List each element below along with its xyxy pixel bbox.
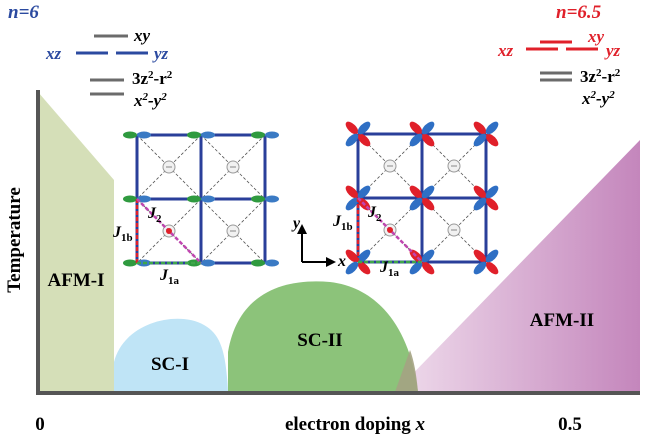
orbital-lobe — [345, 197, 359, 211]
orbital-lobe — [473, 249, 487, 263]
orbital-lobe — [421, 197, 435, 211]
orbital-lobe — [265, 131, 279, 139]
axis-indicator-x-label: x — [337, 253, 346, 270]
afm2-label: AFM-II — [530, 310, 594, 331]
orbital-lobe — [421, 121, 435, 135]
orbital-lobe — [345, 249, 359, 263]
left-lattice — [123, 131, 279, 267]
orbital-lobe — [473, 185, 487, 199]
left-j2-label: J2 — [147, 205, 162, 225]
orbital-lobe — [421, 185, 435, 199]
sc2-region — [228, 281, 418, 392]
left-z2-label: 3z2-r2 — [132, 69, 173, 88]
orbital-lobe — [137, 131, 151, 139]
orbital-lobe — [409, 261, 423, 275]
axis-indicator-y-label: y — [291, 215, 301, 232]
orbital-lobe — [409, 197, 423, 211]
x-tick-05: 0.5 — [558, 414, 582, 435]
afm2-region — [395, 140, 640, 392]
orbital-lobe — [187, 131, 201, 139]
orbital-lobe — [409, 133, 423, 147]
orbital-lobe — [357, 121, 371, 135]
orbital-lobe — [485, 249, 499, 263]
x-axis-label: electron doping x — [285, 414, 426, 435]
left-j1b-label: J1b — [112, 224, 133, 244]
orbital-lobe — [345, 185, 359, 199]
left-j1a-label: J1a — [159, 267, 180, 287]
orbital-lobe — [345, 133, 359, 147]
orbital-lobe — [201, 195, 215, 203]
orbital-lobe — [485, 121, 499, 135]
orbital-lobe — [123, 259, 137, 267]
afm1-region — [38, 92, 114, 392]
orbital-lobe — [251, 195, 265, 203]
right-xy-label: xy — [587, 27, 605, 46]
right-j1a-label: J1a — [379, 259, 400, 279]
orbital-lobe — [251, 131, 265, 139]
orbital-lobe — [357, 185, 371, 199]
orbital-lobe — [201, 259, 215, 267]
xy-axes-indicator: y x — [291, 215, 346, 270]
right-x2y2-label: x2-y2 — [581, 89, 615, 108]
orbital-lobe — [421, 249, 435, 263]
orbital-lobe — [421, 261, 435, 275]
sc1-label: SC-I — [151, 354, 189, 375]
orbital-lobe — [345, 121, 359, 135]
left-xz-label: xz — [45, 44, 62, 63]
sc2-afm2-overlap — [395, 350, 418, 392]
left-couplings: J1b J2 J1a — [112, 205, 180, 287]
left-n-label: n=6 — [8, 2, 39, 23]
orbital-lobe — [123, 195, 137, 203]
right-z2-label: 3z2-r2 — [580, 67, 621, 86]
orbital-lobe — [485, 185, 499, 199]
right-j2-label: J2 — [367, 204, 382, 224]
right-xz-label: xz — [497, 41, 514, 60]
right-n-label: n=6.5 — [556, 2, 602, 23]
orbital-lobe — [485, 133, 499, 147]
right-couplings: J1b J2 J1a — [332, 204, 400, 279]
orbital-lobe — [357, 261, 371, 275]
orbital-lobe — [473, 121, 487, 135]
sc2-label: SC-II — [297, 330, 342, 351]
apical-atom-highlight — [387, 227, 393, 233]
orbital-lobe — [485, 261, 499, 275]
orbital-lobe — [345, 261, 359, 275]
x-tick-0: 0 — [35, 414, 45, 435]
apical-atom-highlight — [166, 228, 172, 234]
orbital-lobe — [201, 131, 215, 139]
orbital-lobe — [123, 131, 137, 139]
right-lattice — [345, 121, 499, 275]
orbital-lobe — [265, 259, 279, 267]
orbital-lobe — [409, 185, 423, 199]
orbital-lobe — [187, 195, 201, 203]
axis-indicator-y-arrow — [297, 224, 307, 234]
axis-indicator-x-arrow — [326, 257, 336, 267]
orbital-lobe — [409, 121, 423, 135]
orbital-lobe — [357, 133, 371, 147]
orbital-lobe — [473, 197, 487, 211]
left-level-diagram: n=6 xy xz yz 3z2-r2 x2-y2 — [8, 2, 173, 110]
afm1-label: AFM-I — [48, 270, 105, 291]
left-yz-label: yz — [152, 44, 169, 63]
orbital-lobe — [485, 197, 499, 211]
orbital-lobe — [421, 133, 435, 147]
y-axis-label: Temperature — [4, 187, 25, 293]
left-xy-label: xy — [133, 26, 151, 45]
orbital-lobe — [473, 261, 487, 275]
right-level-diagram: n=6.5 xy xz yz 3z2-r2 x2-y2 — [497, 2, 621, 108]
orbital-lobe — [357, 249, 371, 263]
sc1-region — [114, 318, 228, 392]
left-x2y2-label: x2-y2 — [133, 91, 167, 110]
orbital-lobe — [251, 259, 265, 267]
right-yz-label: yz — [604, 41, 621, 60]
orbital-lobe — [473, 133, 487, 147]
right-j1b-label: J1b — [332, 213, 353, 233]
orbital-lobe — [265, 195, 279, 203]
